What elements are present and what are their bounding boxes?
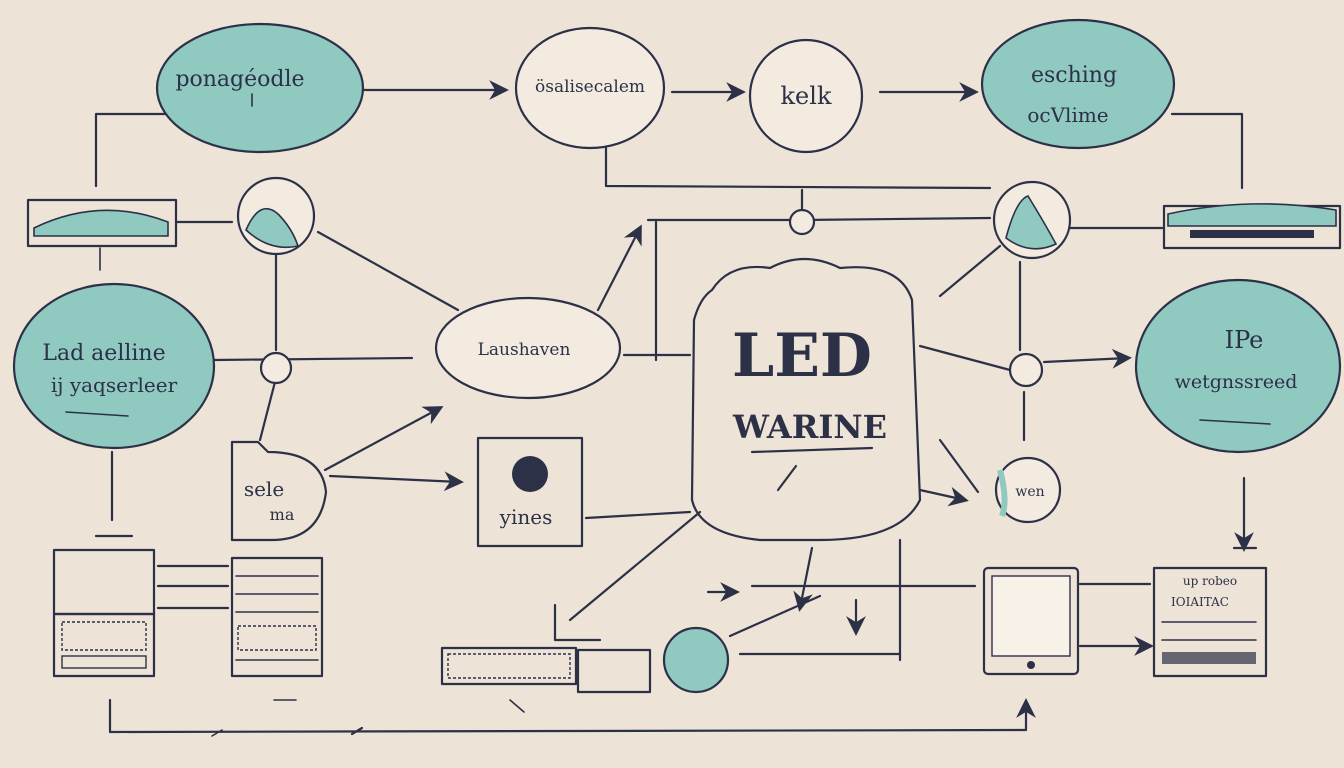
top-right-bubble-line2: ocVlime	[1027, 103, 1108, 127]
left-node-circle	[236, 176, 316, 256]
top-mid-circle: kelk	[748, 38, 864, 154]
top-center-bubble-label: ösalisecalem	[535, 77, 645, 97]
small-right-circle: wen	[994, 456, 1062, 524]
document-line2: ma	[270, 505, 295, 524]
router-icon	[26, 198, 178, 248]
left-bubble-line2: ij yaqserleer	[51, 373, 178, 397]
right-bubble-line1: IPe	[1225, 326, 1264, 354]
top-center-bubble: ösalisecalem	[514, 26, 666, 150]
connectors	[94, 80, 1258, 737]
right-bubble: IPe wetgnssreed	[1134, 278, 1342, 454]
hub-node	[788, 208, 816, 236]
small-right-circle-label: wen	[1015, 484, 1044, 500]
right-node-circle	[992, 180, 1072, 260]
document-line1: sele	[244, 477, 284, 501]
top-right-bubble: esching ocVlime	[980, 18, 1176, 150]
right-card-line1: up robeo	[1183, 574, 1237, 588]
server-icon	[230, 556, 324, 678]
center-title-line1: LED	[732, 321, 872, 391]
left-bubble-line1: Lad aelline	[42, 341, 165, 366]
left-bubble: Lad aelline ij yaqserleer	[12, 282, 216, 450]
center-cloud: LED WARINE	[690, 258, 922, 542]
square-node: yines	[476, 436, 584, 548]
document-node: sele ma	[230, 440, 328, 542]
teal-dot-node	[662, 626, 730, 694]
square-node-label: yines	[499, 505, 553, 529]
top-mid-circle-label: kelk	[781, 82, 832, 110]
center-title-line2: WARINE	[732, 408, 887, 446]
keyboard-icon	[440, 646, 652, 694]
top-left-bubble: ponagéodle	[155, 22, 365, 154]
top-left-bubble-label: ponagéodle	[175, 67, 304, 92]
top-right-bubble-line1: esching	[1031, 63, 1117, 88]
right-bubble-line2: wetgnssreed	[1175, 371, 1298, 393]
center-oval: Laushaven	[434, 296, 622, 400]
hub-node	[259, 351, 293, 385]
laptop-icon	[52, 548, 156, 678]
tablet-icon	[982, 566, 1080, 676]
router-icon	[1162, 203, 1342, 250]
document-card-icon: up robeo IOIAITAC	[1152, 566, 1268, 678]
center-oval-label: Laushaven	[478, 340, 571, 360]
right-card-line2: IOIAITAC	[1171, 595, 1229, 609]
hub-node	[1008, 352, 1044, 388]
